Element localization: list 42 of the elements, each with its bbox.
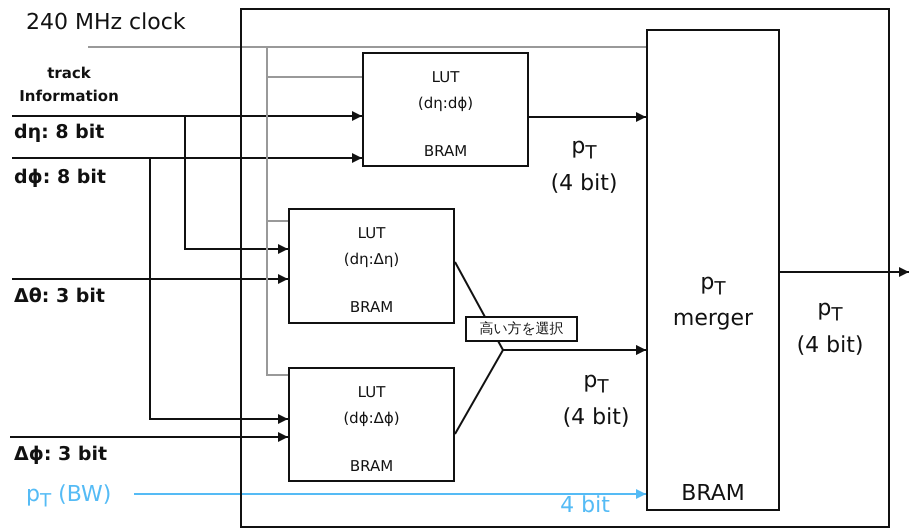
input-label: p$_{T}$ (BW)	[26, 480, 134, 512]
lut-mapping: (dϕ:Δϕ)	[342, 409, 401, 427]
arrow	[780, 267, 909, 277]
edge-label: 4 bit	[559, 492, 611, 520]
group-label: track Information	[18, 63, 120, 106]
lut-title: LUT	[356, 224, 386, 242]
merger-label: p$_{T}$ merger	[672, 269, 754, 333]
memory-label: BRAM	[348, 457, 394, 475]
arrow	[149, 158, 288, 424]
memory-label: BRAM	[348, 298, 394, 316]
arrow	[12, 153, 362, 163]
clock-line	[266, 221, 288, 376]
signal-label: dϕ: 8 bit	[14, 165, 107, 190]
signal-label: Δθ: 3 bit	[14, 284, 106, 309]
lut-box	[362, 52, 529, 167]
arrow	[12, 111, 362, 121]
memory-label: BRAM	[680, 481, 746, 506]
arrow	[12, 274, 288, 284]
lut-box	[288, 367, 455, 482]
lut-title: LUT	[430, 68, 460, 86]
edge-label: p$_{T}$ (4 bit)	[796, 295, 864, 360]
arrow	[529, 112, 646, 122]
edge-label: p$_{T}$ (4 bit)	[550, 133, 618, 198]
merger-box	[646, 29, 780, 511]
fpga-block	[240, 8, 890, 528]
lut-title: LUT	[356, 383, 386, 401]
arrow	[134, 489, 646, 499]
arrow	[10, 432, 288, 442]
lut-mapping: (dη:Δη)	[342, 250, 400, 268]
lut-box	[288, 208, 455, 324]
clock-label: 240 MHz clock	[26, 9, 187, 37]
selector-label: 高い方を選択	[465, 316, 578, 342]
signal-label: dη: 8 bit	[14, 120, 106, 145]
arrow	[454, 345, 646, 434]
clock-line	[266, 47, 362, 78]
arrow	[184, 116, 288, 254]
lut-mapping: (dη:dϕ)	[416, 94, 474, 112]
signal-label: Δϕ: 3 bit	[14, 442, 108, 467]
memory-label: BRAM	[422, 142, 468, 160]
clock-line	[88, 46, 646, 48]
edge-label: p$_{T}$ (4 bit)	[562, 367, 630, 432]
clock-line	[266, 77, 288, 222]
